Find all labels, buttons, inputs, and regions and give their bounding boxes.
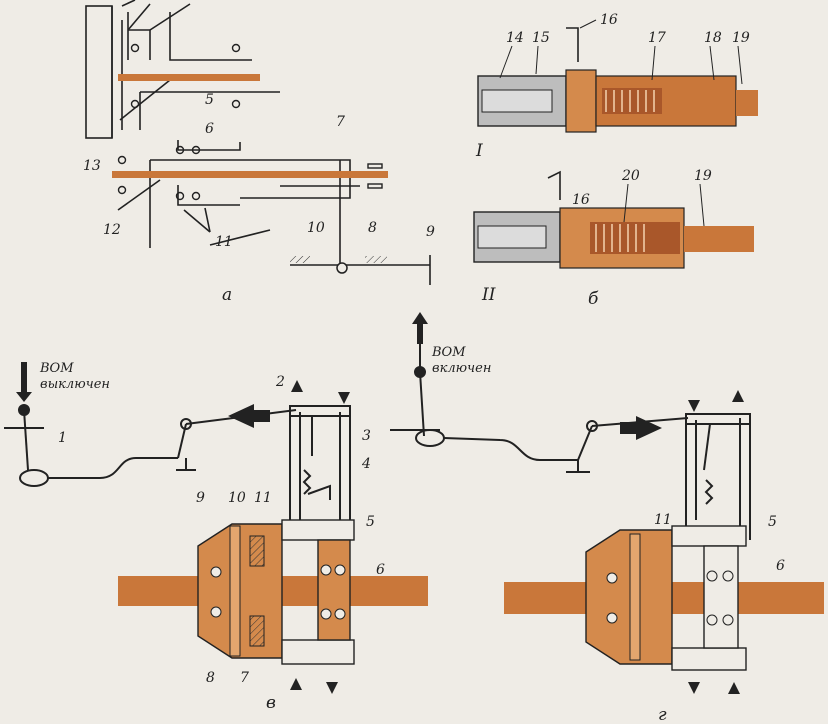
callout-b-14: 14 [506,30,524,46]
callout-a-9: 9 [426,224,435,240]
lower-shaft [112,171,388,178]
callout-v-1: 1 [58,430,67,446]
panel-v-label: в [266,693,276,713]
panel-a-schematic [85,0,431,285]
callout-a-5: 5 [205,92,214,108]
callout-b-16: 16 [600,12,618,28]
arrow-down-icon [338,392,350,404]
callout-v-11: 11 [254,490,272,506]
panel-v-callouts: 2 1 3 4 9 10 11 5 6 8 7 в [58,374,385,713]
panel-b-view-2: 16 20 19 II б [473,168,754,309]
callout-b-19: 19 [732,30,750,46]
callout-g-11: 11 [654,512,672,528]
callout-v-10: 10 [228,490,246,506]
panel-b-view-1: 16 14 15 17 18 19 I [475,12,758,161]
callout-v-3: 3 [362,428,371,444]
callout-a-7: 7 [336,114,345,130]
callout-a-8: 8 [368,220,377,236]
arrow-left-icon [228,404,270,428]
status-v-line1: ВОМ [39,361,74,376]
panel-v-arrows [228,380,350,694]
panel-b-view-1-label: I [475,141,483,161]
arrow-right-icon [620,416,662,440]
status-g-line1: ВОМ [431,345,466,360]
callout-b-18: 18 [704,30,722,46]
callout-b-17: 17 [648,30,666,46]
flywheel-block [85,5,113,139]
callout-v-8: 8 [206,670,215,686]
arrow-up-icon [290,678,302,690]
callout-v-5: 5 [366,514,375,530]
panel-g-status: ВОМ включен [431,345,491,376]
callout-v-6: 6 [376,562,385,578]
status-v-line2: выключен [40,377,110,392]
callout-b2-19: 19 [694,168,712,184]
panel-a-supports [290,256,387,274]
callout-a-13: 13 [83,158,101,174]
callout-b-15: 15 [532,30,550,46]
callout-a-10: 10 [307,220,325,236]
status-g-line2: включен [432,361,491,376]
callout-a-12: 12 [103,222,121,238]
arrow-down-icon [326,682,338,694]
arrow-up-icon [732,390,744,402]
callout-a-6: 6 [205,121,214,137]
panel-g-arrows [620,390,744,694]
callout-v-9: 9 [196,490,205,506]
callout-v-4: 4 [361,456,371,472]
arrow-down-icon [688,682,700,694]
callout-g-5: 5 [768,514,777,530]
callout-v-7: 7 [240,670,249,686]
callout-g-6: 6 [776,558,785,574]
panel-g-label: г [658,705,667,724]
panel-a-shafts [112,74,388,178]
panel-g-callouts: 11 5 6 г [654,512,785,724]
panel-v-linkage [4,362,351,540]
panel-v-assembly [118,519,428,665]
callout-v-2: 2 [275,374,285,390]
panel-b-view-2-label: II [481,285,496,305]
panel-g-assembly [504,525,824,671]
panel-a-callouts: 5 6 13 7 12 11 10 8 9 а [83,92,435,305]
panel-v-status: ВОМ выключен [39,361,110,392]
callout-b2-16: 16 [572,192,590,208]
arrow-down-icon [688,400,700,412]
panel-b-label: б [588,289,599,309]
arrow-up-icon [291,380,303,392]
panel-a-bearings [117,43,383,201]
upper-shaft [118,74,260,81]
panel-a-label: а [222,285,232,305]
arrow-up-icon [728,682,740,694]
callout-a-11: 11 [215,234,233,250]
callout-b2-20: 20 [621,168,640,184]
